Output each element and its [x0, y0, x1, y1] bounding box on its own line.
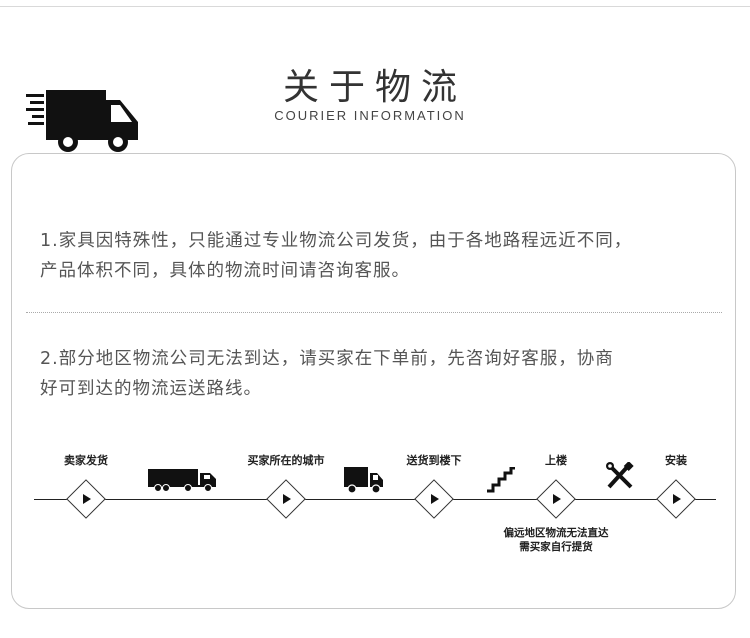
tools-icon: [606, 462, 634, 489]
page-title: 关于物流: [282, 67, 467, 108]
step-label-buyer-city: 买家所在的城市: [247, 454, 325, 467]
top-divider: [0, 6, 750, 7]
box-truck-icon: [344, 467, 383, 494]
step-marker-3: [414, 479, 454, 519]
play-icon: [553, 494, 561, 504]
play-icon: [283, 494, 291, 504]
step-marker-1: [66, 479, 106, 519]
step-label-install: 安装: [665, 454, 687, 467]
remote-area-note-line-1: 偏远地区物流无法直达: [503, 527, 609, 539]
note-1: 1.家具因特殊性，只能通过专业物流公司发货，由于各地路程远近不同， 产品体积不同…: [40, 226, 720, 286]
timeline-line: [34, 499, 716, 500]
step-label-upstairs: 上楼: [545, 454, 567, 467]
step-label-seller-ships: 卖家发货: [64, 454, 108, 467]
step-marker-4: [536, 479, 576, 519]
step-label-downstairs: 送货到楼下: [406, 454, 462, 467]
semi-truck-icon: [148, 469, 216, 492]
remote-area-note: 偏远地区物流无法直达 需买家自行提货: [504, 526, 609, 554]
step-marker-2: [266, 479, 306, 519]
note-1-line-2: 产品体积不同，具体的物流时间请咨询客服。: [40, 261, 410, 281]
play-icon: [83, 494, 91, 504]
dotted-divider: [26, 312, 722, 313]
note-2: 2.部分地区物流公司无法到达，请买家在下单前，先咨询好客服，协商 好可到达的物流…: [40, 344, 720, 404]
page-subtitle: COURIER INFORMATION: [274, 108, 466, 123]
info-card: [11, 153, 736, 609]
note-2-line-2: 好可到达的物流运送路线。: [40, 379, 262, 399]
step-marker-5: [656, 479, 696, 519]
stairs-icon: [487, 467, 515, 493]
note-2-line-1: 2.部分地区物流公司无法到达，请买家在下单前，先咨询好客服，协商: [40, 349, 614, 369]
play-icon: [431, 494, 439, 504]
delivery-truck-icon: [26, 90, 138, 152]
note-1-line-1: 1.家具因特殊性，只能通过专业物流公司发货，由于各地路程远近不同，: [40, 231, 633, 251]
play-icon: [673, 494, 681, 504]
remote-area-note-line-2: 需买家自行提货: [519, 541, 593, 553]
